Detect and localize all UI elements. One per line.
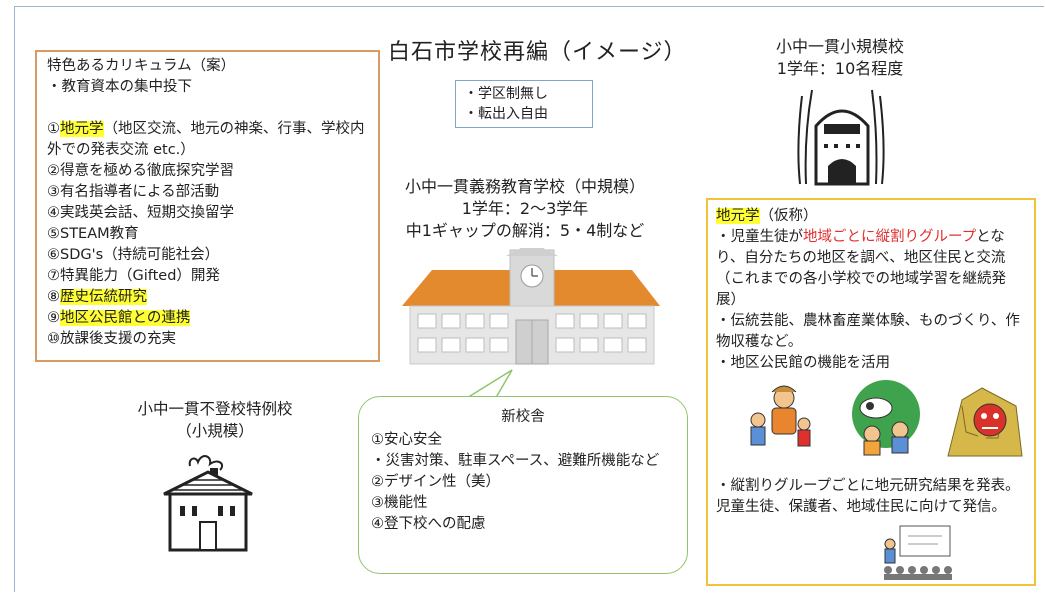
curriculum-item-number: ⑧ [47,289,60,305]
curriculum-item: ⑩放課後支援の充実 [47,329,368,350]
curriculum-item-number: ⑤ [47,226,60,242]
curriculum-item-number: ② [47,163,60,179]
new-building-item: ③機能性 [371,495,428,511]
jimotogaku-illustrations [716,374,1026,462]
rules-box: ・学区制無し ・転出入自由 [455,80,593,128]
curriculum-item-text: 放課後支援の充実 [60,331,176,347]
curriculum-item: ⑦特異能力（Gifted）開発 [47,266,368,287]
small-school-grade: 1学年：10名程度 [776,59,904,78]
small-school-info: 小中一貫小規模校 1学年：10名程度 [740,36,940,80]
middle-school-name: 小中一貫義務教育学校（中規模） [404,177,645,196]
futoko-school-name: 小中一貫不登校特例校 [137,400,293,418]
house-icon [163,455,253,552]
new-building-title: 新校舎 [501,409,545,425]
curriculum-item-text: 特異能力（Gifted）開発 [60,268,220,284]
kagura-mask-icon [947,387,1023,457]
farm-cow-icon [852,380,920,456]
curriculum-item: ②得意を極める徹底探究学習 [47,161,368,182]
jimotogaku-heading-rest: （仮称） [759,208,818,224]
jimotogaku-box: 地元学（仮称） ・児童生徒が地域ごとに縦割りグループとなり、自分たちの地区を調べ… [706,198,1036,586]
children-elder-icon [750,385,811,447]
curriculum-item-number: ⑨ [47,310,60,326]
middle-school-info: 小中一貫義務教育学校（中規模） 1学年：2～3学年 中1ギャップの解消：5・4制… [360,176,690,242]
curriculum-item: ⑧歴史伝統研究 [47,287,368,308]
jimotogaku-paragraph-4: ・縦割りグループごとに地元研究結果を発表。児童生徒、保護者、地域住民に向けて発信… [716,478,1020,515]
jimotogaku-heading: 地元学（仮称） [716,206,1026,227]
curriculum-item: ⑥SDG's（持続可能社会） [47,245,368,266]
curriculum-item-number: ⑦ [47,268,60,284]
new-building-item: ・災害対策、駐車スペース、避難所機能など [371,453,660,469]
small-school-icon [797,89,885,186]
futoko-school-scale: （小規模） [176,422,254,440]
jimotogaku-paragraph-2: ・伝統芸能、農林畜産業体験、ものづくり、作物収穫など。 [716,313,1020,350]
rule-item: ・学区制無し [464,86,548,102]
curriculum-item-text: 実践英会話、短期交換留学 [60,205,234,221]
curriculum-heading: 特色あるカリキュラム（案） [47,58,236,74]
curriculum-item-text: SDG's（持続可能社会） [60,247,220,263]
curriculum-item-number: ④ [47,205,60,221]
curriculum-item-highlight: 地区公民館との連携 [60,310,191,326]
curriculum-item-number: ③ [47,184,60,200]
curriculum-item: ①地元学（地区交流、地元の神楽、行事、学校内外での発表交流 etc.） [47,119,368,161]
rule-item: ・転出入自由 [464,106,548,122]
curriculum-item-text: （地区交流、地元の神楽、行事、学校内外での発表交流 etc.） [47,121,365,158]
school-building-icon [402,248,660,365]
jimotogaku-red-text: 地域ごとに縦割りグループ [803,229,977,245]
jimotogaku-heading-highlight: 地元学 [716,208,760,224]
presentation-icon [884,525,952,580]
jimotogaku-text: ・児童生徒が [716,229,803,245]
curriculum-item: ⑤STEAM教育 [47,224,368,245]
new-building-item: ①安心安全 [371,432,442,448]
curriculum-item-number: ⑩ [47,331,60,347]
middle-school-gap: 中1ギャップの解消：5・4制など [405,221,645,240]
curriculum-item: ④実践英会話、短期交換留学 [47,203,368,224]
new-building-item: ②デザイン性（美） [371,474,500,490]
curriculum-box: 特色あるカリキュラム（案） ・教育資本の集中投下 ①地元学（地区交流、地元の神楽… [35,50,380,362]
new-building-bubble: 新校舎 ①安心安全 ・災害対策、駐車スペース、避難所機能など ②デザイン性（美）… [358,396,688,574]
curriculum-item-text: 得意を極める徹底探究学習 [60,163,234,179]
curriculum-item-highlight: 地元学 [60,121,104,137]
curriculum-list: ①地元学（地区交流、地元の神楽、行事、学校内外での発表交流 etc.）②得意を極… [47,119,368,350]
middle-school-grade: 1学年：2～3学年 [461,199,589,218]
curriculum-sub: ・教育資本の集中投下 [47,79,192,95]
curriculum-item: ⑨地区公民館との連携 [47,308,368,329]
jimotogaku-paragraph-3: ・地区公民館の機能を活用 [716,355,890,371]
jimotogaku-text: となり、自分たちの地区を調べ、地区住民と交流（これまでの各小学校での地域学習を継… [716,229,1006,308]
jimotogaku-paragraph-1: ・児童生徒が地域ごとに縦割りグループとなり、自分たちの地区を調べ、地区住民と交流… [716,227,1026,311]
curriculum-item-number: ⑥ [47,247,60,263]
curriculum-item-highlight: 歴史伝統研究 [60,289,147,305]
futoko-school-info: 小中一貫不登校特例校 （小規模） [85,398,345,442]
small-school-name: 小中一貫小規模校 [775,37,904,56]
curriculum-item: ③有名指導者による部活動 [47,182,368,203]
curriculum-item-text: 有名指導者による部活動 [60,184,220,200]
page-frame [14,6,1044,592]
curriculum-item-text: STEAM教育 [60,226,139,242]
new-building-item: ④登下校への配慮 [371,516,486,532]
curriculum-item-number: ① [47,121,60,137]
page-title: 白石市学校再編（イメージ） [388,40,687,65]
